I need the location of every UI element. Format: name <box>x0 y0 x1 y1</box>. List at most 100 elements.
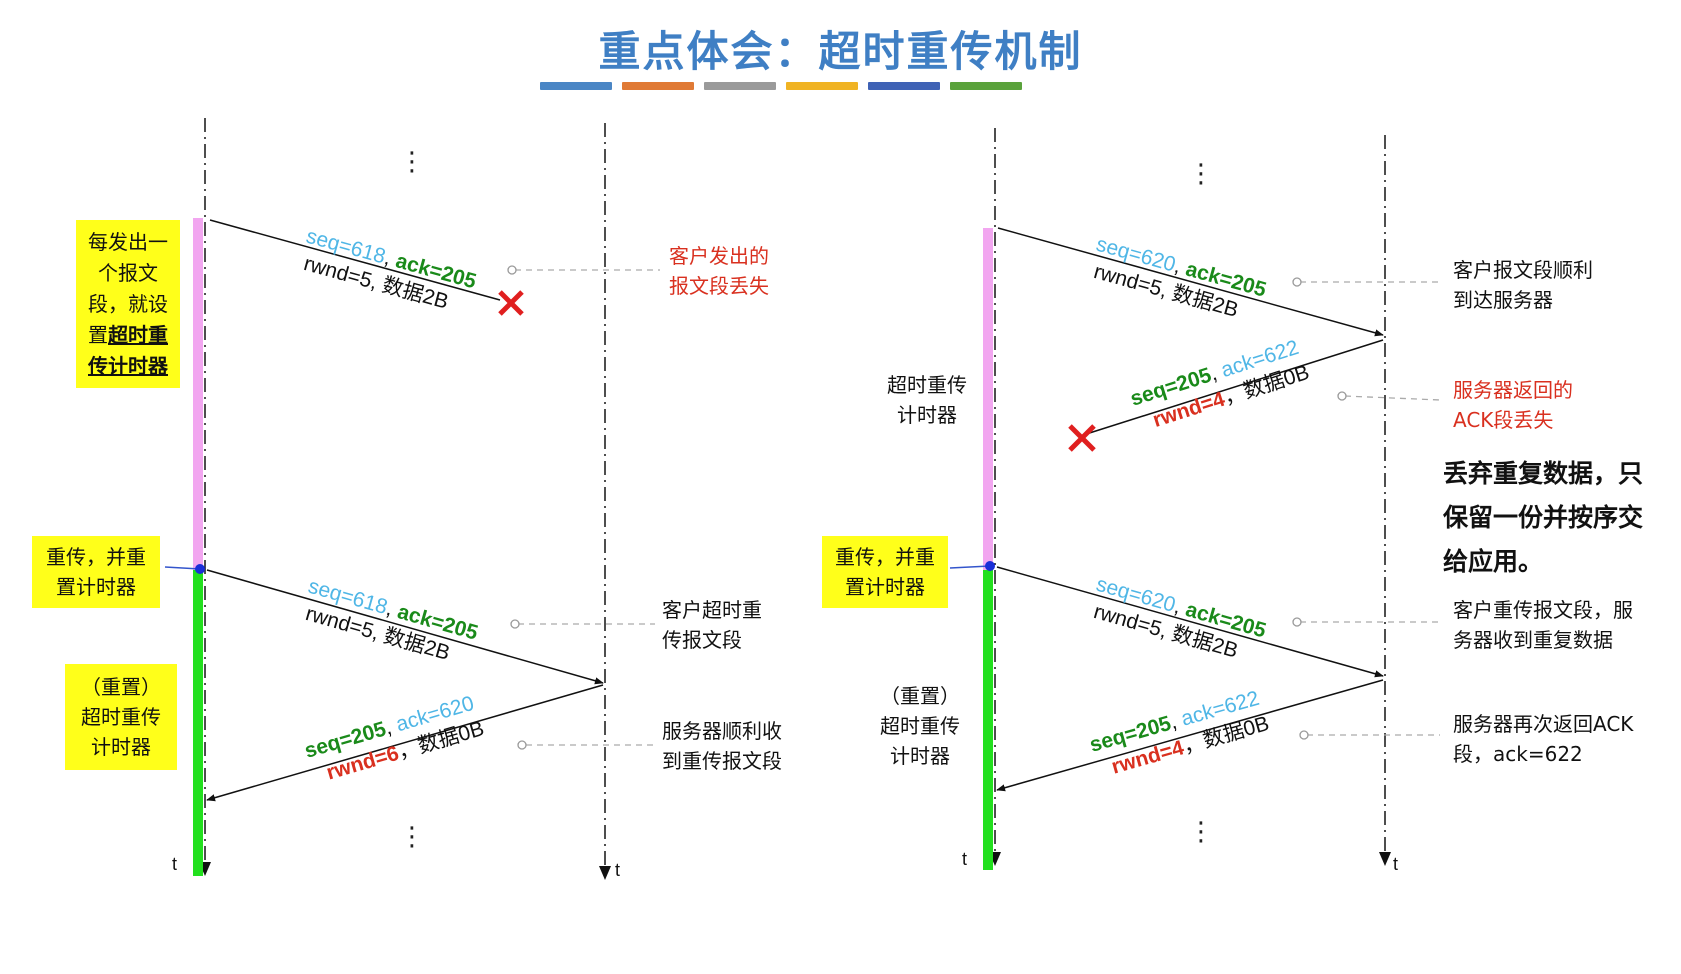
left-seg2-note-line2: 传报文段 <box>662 628 742 652</box>
title-bar-orange <box>622 82 694 90</box>
title-bar-navy <box>868 82 940 90</box>
right-ack1-note-line2: ACK段丢失 <box>1453 408 1553 432</box>
right-ack2-note-line2: 段，ack=622 <box>1453 742 1583 766</box>
left-timer-green-bar <box>193 570 203 876</box>
right-seg1-note-line1: 客户报文段顺利 <box>1453 258 1593 282</box>
right-resend-line1: 重传，并重 <box>835 545 935 569</box>
right-top-ellipsis: ⋮ <box>1188 159 1214 189</box>
left-seg2-comma: , <box>384 597 396 621</box>
page-title: 重点体会：超时重传机制 <box>598 27 1083 76</box>
right-seg2-leader-dot <box>1292 617 1302 627</box>
right-reset-line1: （重置） <box>880 684 960 708</box>
left-resend-callout: 重传，并重 置计时器 <box>32 536 160 608</box>
left-ack1-note-line2: 到重传报文段 <box>662 749 782 773</box>
right-ack1-leader-dot <box>1337 391 1347 401</box>
right-timer-line1: 超时重传 <box>887 373 967 397</box>
left-top-ellipsis: ⋮ <box>399 147 425 177</box>
right-ack1-label: seq=205, ack=622 rwnd=4，数据0B <box>1128 336 1313 432</box>
right-seg2-note-line1: 客户重传报文段，服 <box>1453 598 1633 622</box>
left-bottom-ellipsis: ⋮ <box>399 822 425 852</box>
left-seg1-note-line1: 客户发出的 <box>669 244 769 268</box>
left-seg1-label: seq=618, ack=205 rwnd=5, 数据2B <box>301 225 479 314</box>
left-reset-line2: 超时重传 <box>81 705 161 729</box>
right-seg1-arrow-line <box>997 227 1384 337</box>
left-timer-line3: 段，就设 <box>88 291 168 316</box>
right-resend-line2: 置计时器 <box>845 575 925 599</box>
right-seg1-comma: , <box>1172 254 1184 278</box>
right-timer-line2: 计时器 <box>897 403 957 427</box>
right-ack2-note-line1: 服务器再次返回ACK <box>1453 712 1634 736</box>
left-resend-dot <box>195 564 205 574</box>
right-resend-pointer <box>949 565 991 569</box>
left-timer-prefix: 置 <box>88 322 108 347</box>
right-seg2-label: seq=620, ack=205 rwnd=5, 数据2B <box>1091 573 1269 663</box>
left-lost-cross-icon <box>498 290 524 316</box>
left-server-t-label: t <box>615 860 620 880</box>
left-ack1-arrow-line <box>206 684 604 802</box>
left-ack1-note: 服务器顺利收 到重传报文段 <box>662 719 788 773</box>
left-ack1-leader-dot <box>517 740 527 750</box>
left-seg1-note: 客户发出的 报文段丢失 <box>669 244 775 298</box>
right-seg2-comma: , <box>1172 595 1184 619</box>
right-resend-callout: 重传，并重 置计时器 <box>822 536 948 608</box>
left-timer-line1: 每发出一 <box>88 229 168 254</box>
left-timer-pink-bar <box>193 218 203 570</box>
title-bar-gray <box>704 82 776 90</box>
right-ack1-note-line1: 服务器返回的 <box>1453 378 1573 402</box>
right-timer-label: 超时重传 计时器 <box>872 370 982 430</box>
right-ack1-note: 服务器返回的 ACK段丢失 <box>1453 378 1579 432</box>
right-server-time-arrow <box>1379 852 1391 866</box>
left-seg2-note: 客户超时重 传报文段 <box>662 598 768 652</box>
left-timer-line4: 置超时重 <box>76 320 180 351</box>
left-resend-line2: 置计时器 <box>56 575 136 599</box>
left-reset-line3: 计时器 <box>91 735 151 759</box>
right-ack1-leader <box>1344 395 1441 401</box>
right-discard-note-line2: 保留一份并按序交 <box>1442 503 1643 532</box>
right-ack2-leader-dot <box>1299 730 1309 740</box>
left-ack1-note-line1: 服务器顺利收 <box>662 719 782 743</box>
right-reset-line2: 超时重传 <box>880 714 960 738</box>
title-bar-yellow <box>786 82 858 90</box>
left-ack1-label: seq=205, ack=620 rwnd=6，数据0B <box>302 692 487 785</box>
right-lost-cross-icon <box>1068 424 1096 452</box>
left-seg2-leader-dot <box>510 619 520 629</box>
left-timer-bold-a: 超时重 <box>108 322 168 347</box>
left-resend-line1: 重传，并重 <box>46 545 146 569</box>
right-seg1-note-line2: 到达服务器 <box>1453 288 1553 312</box>
left-seg1-arrow-line <box>209 219 501 301</box>
right-timer-green-bar <box>983 570 993 870</box>
left-seg1-comma: , <box>382 246 394 270</box>
right-discard-note-line1: 丢弃重复数据，只 <box>1443 459 1643 488</box>
right-reset-label: （重置） 超时重传 计时器 <box>862 681 978 771</box>
left-reset-callout: （重置） 超时重传 计时器 <box>65 664 177 770</box>
left-server-time-arrow <box>599 866 611 880</box>
right-seg2-arrow-line <box>996 566 1384 678</box>
left-timer-line5: 传计时器 <box>76 351 180 382</box>
right-seg2-note: 客户重传报文段，服 务器收到重复数据 <box>1453 598 1639 652</box>
left-timer-line2: 个报文 <box>98 260 158 285</box>
right-bottom-ellipsis: ⋮ <box>1188 817 1214 847</box>
right-resend-dot <box>985 561 995 571</box>
left-seg2-note-line1: 客户超时重 <box>662 598 762 622</box>
left-reset-line1: （重置） <box>81 675 161 699</box>
right-ack2-label: seq=205, ack=622 rwnd=4，数据0B <box>1087 687 1272 779</box>
right-seg1-note: 客户报文段顺利 到达服务器 <box>1453 258 1599 312</box>
left-seg1-leader-dot <box>507 265 517 275</box>
left-timer-callout: 每发出一 个报文 段，就设 置超时重 传计时器 <box>76 220 180 388</box>
right-ack2-note: 服务器再次返回ACK 段，ack=622 <box>1453 712 1640 766</box>
title-bar-blue <box>540 82 612 90</box>
right-discard-note-line3: 给应用。 <box>1443 547 1543 576</box>
right-reset-line3: 计时器 <box>890 744 950 768</box>
left-timer-bold-b: 传计时器 <box>88 353 168 378</box>
right-discard-note: 丢弃重复数据，只 保留一份并按序交 给应用。 <box>1442 459 1652 576</box>
right-ack2-comma: , <box>1167 710 1179 734</box>
title-underline-bars <box>540 82 1022 90</box>
right-seg1-leader-dot <box>1292 277 1302 287</box>
right-seg2-note-line2: 务器收到重复数据 <box>1453 628 1613 652</box>
right-client-t-label: t <box>962 849 967 869</box>
right-seg1-label: seq=620, ack=205 rwnd=5, 数据2B <box>1091 233 1269 322</box>
right-ack1-arrow-line <box>1079 339 1384 437</box>
left-client-t-label: t <box>172 854 177 874</box>
left-seg1-note-line2: 报文段丢失 <box>669 274 769 298</box>
